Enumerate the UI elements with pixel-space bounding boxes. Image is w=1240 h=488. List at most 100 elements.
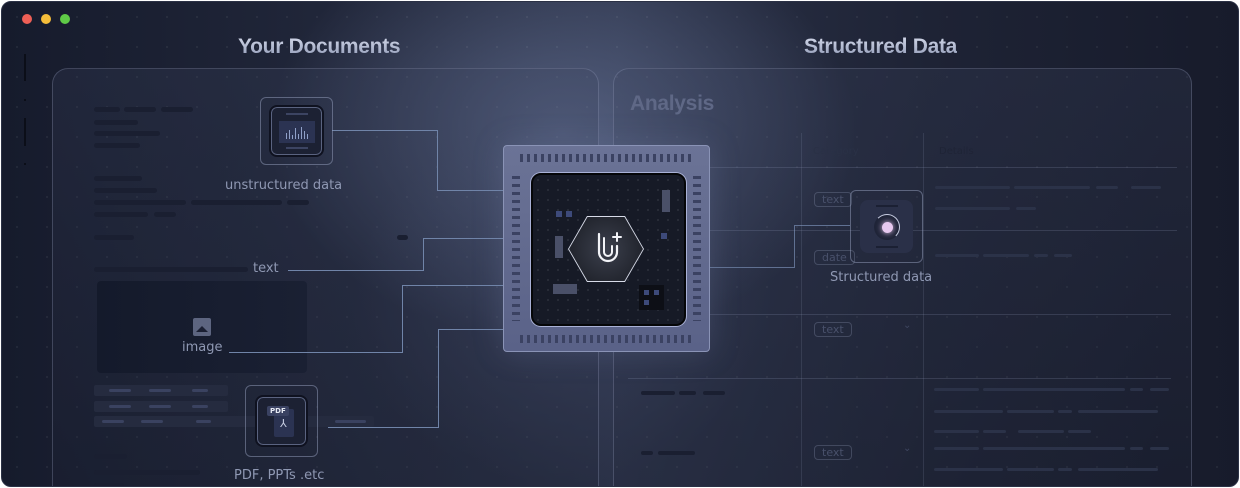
brand-logo-icon	[596, 230, 622, 266]
text-skeleton	[94, 131, 160, 136]
text-skeleton	[1018, 430, 1064, 433]
bar-chart-icon	[279, 121, 315, 143]
connector-line	[437, 130, 504, 191]
image-icon	[193, 318, 211, 336]
text-skeleton	[1054, 254, 1072, 257]
connector-line	[794, 225, 850, 226]
text-skeleton	[1130, 447, 1143, 450]
text-skeleton	[141, 420, 163, 423]
text-skeleton	[154, 212, 176, 217]
text-skeleton	[124, 107, 156, 112]
text-skeleton	[287, 200, 309, 205]
text-skeleton	[934, 447, 979, 450]
text-skeleton	[1007, 468, 1054, 471]
window-controls	[22, 14, 70, 24]
text-skeleton	[94, 212, 148, 217]
text-skeleton	[1016, 207, 1036, 210]
text-skeleton	[161, 107, 193, 112]
text-skeleton	[94, 200, 186, 205]
text-skeleton	[1131, 186, 1161, 189]
close-window-button[interactable]	[22, 14, 32, 24]
source-label-unstructured: unstructured data	[225, 178, 343, 193]
text-skeleton	[94, 483, 124, 486]
text-skeleton	[149, 405, 171, 408]
orb-icon	[874, 214, 900, 240]
category-tag[interactable]: text	[814, 445, 852, 460]
text-skeleton	[94, 107, 120, 112]
text-skeleton	[192, 389, 208, 392]
text-skeleton	[1150, 388, 1169, 391]
analysis-title: Analysis	[630, 92, 714, 115]
category-tag[interactable]: text	[814, 322, 852, 337]
connector-line	[438, 329, 504, 330]
unstructured-data-module	[260, 97, 333, 165]
column-header-category: Category	[813, 146, 859, 157]
text-skeleton	[934, 410, 1003, 413]
text-skeleton	[983, 254, 1029, 257]
source-label-image: image	[182, 340, 223, 355]
text-skeleton	[1096, 186, 1118, 189]
minimize-window-button[interactable]	[41, 14, 51, 24]
connector-line	[402, 285, 504, 286]
text-skeleton	[191, 200, 282, 205]
text-skeleton	[679, 391, 696, 395]
side-divider	[24, 54, 26, 81]
connector-line	[288, 238, 424, 271]
text-skeleton	[1068, 430, 1091, 433]
text-skeleton	[1014, 186, 1090, 189]
pdf-badge: PDF	[267, 406, 289, 416]
text-skeleton	[109, 389, 131, 392]
section-title-your-documents: Your Documents	[238, 35, 401, 58]
side-divider	[24, 118, 26, 146]
text-skeleton	[1150, 447, 1169, 450]
maximize-window-button[interactable]	[60, 14, 70, 24]
text-skeleton	[1058, 468, 1072, 471]
table-divider	[923, 133, 924, 486]
connector-line	[229, 285, 403, 353]
text-skeleton	[1034, 254, 1048, 257]
text-skeleton	[703, 391, 725, 395]
chevron-down-icon[interactable]: ⌄	[903, 443, 912, 454]
column-header-details: Details	[939, 146, 974, 157]
text-skeleton	[983, 388, 1125, 391]
text-skeleton	[192, 405, 208, 408]
text-skeleton	[935, 186, 1010, 189]
category-tag[interactable]: date	[814, 250, 855, 265]
text-skeleton	[1078, 468, 1158, 471]
connector-line	[709, 225, 795, 268]
table-divider	[628, 378, 1171, 379]
text-skeleton	[1058, 410, 1072, 413]
text-skeleton	[935, 207, 1010, 210]
connector-line	[423, 238, 504, 239]
text-skeleton	[1007, 410, 1054, 413]
text-skeleton	[94, 143, 140, 148]
text-skeleton	[149, 389, 171, 392]
text-skeleton	[934, 430, 979, 433]
text-skeleton	[196, 420, 211, 423]
pdf-icon: PDF ⅄	[267, 406, 294, 437]
text-skeleton	[94, 188, 157, 193]
connector-line	[328, 329, 439, 428]
text-skeleton	[641, 391, 675, 395]
text-skeleton	[1130, 388, 1143, 391]
text-skeleton	[983, 430, 1006, 433]
category-tag[interactable]: text	[814, 192, 852, 207]
table-divider	[628, 314, 1171, 315]
text-skeleton	[94, 176, 142, 181]
text-skeleton	[109, 405, 131, 408]
source-label-pdf: PDF, PPTs .etc	[234, 468, 325, 483]
text-skeleton	[658, 451, 695, 455]
text-skeleton	[94, 267, 248, 272]
pdf-module: PDF ⅄	[245, 385, 318, 457]
text-skeleton	[94, 235, 134, 240]
table-divider	[801, 133, 802, 486]
text-skeleton	[335, 420, 366, 423]
source-label-text: text	[253, 261, 279, 276]
side-divider-dot	[24, 163, 26, 165]
structured-data-module	[850, 190, 923, 263]
text-skeleton	[1078, 410, 1158, 413]
text-skeleton	[641, 451, 653, 455]
chevron-down-icon[interactable]: ⌄	[903, 320, 912, 331]
table-divider	[628, 167, 1177, 168]
